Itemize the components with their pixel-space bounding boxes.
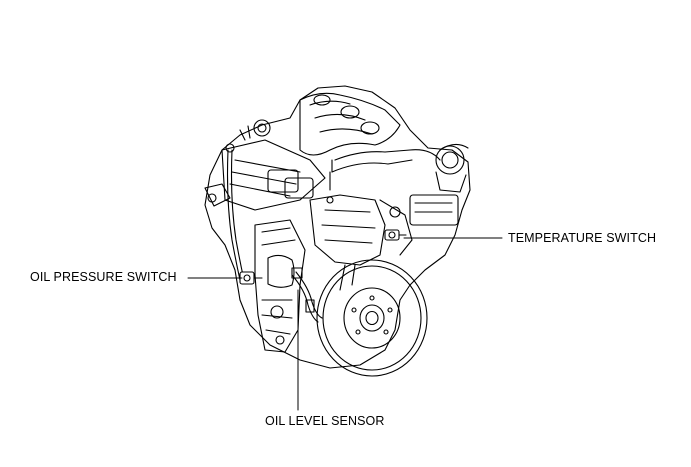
leader-lines bbox=[187, 237, 503, 411]
wiring-harness bbox=[291, 267, 323, 323]
throttle-body bbox=[409, 143, 469, 226]
label-oil-level-sensor: OIL LEVEL SENSOR bbox=[265, 414, 385, 428]
flywheel bbox=[316, 259, 428, 377]
oil-pressure-switch bbox=[239, 271, 263, 285]
dipstick-tube bbox=[225, 143, 245, 281]
exhaust-manifold bbox=[254, 219, 306, 353]
engine-block-details bbox=[309, 194, 413, 291]
label-oil-pressure-switch: OIL PRESSURE SWITCH bbox=[30, 270, 177, 284]
cylinder-head bbox=[204, 119, 326, 211]
label-temperature-switch: TEMPERATURE SWITCH bbox=[508, 231, 657, 245]
intake-manifold bbox=[299, 92, 441, 191]
engine-block-outline bbox=[204, 85, 471, 369]
temperature-switch bbox=[384, 229, 407, 241]
